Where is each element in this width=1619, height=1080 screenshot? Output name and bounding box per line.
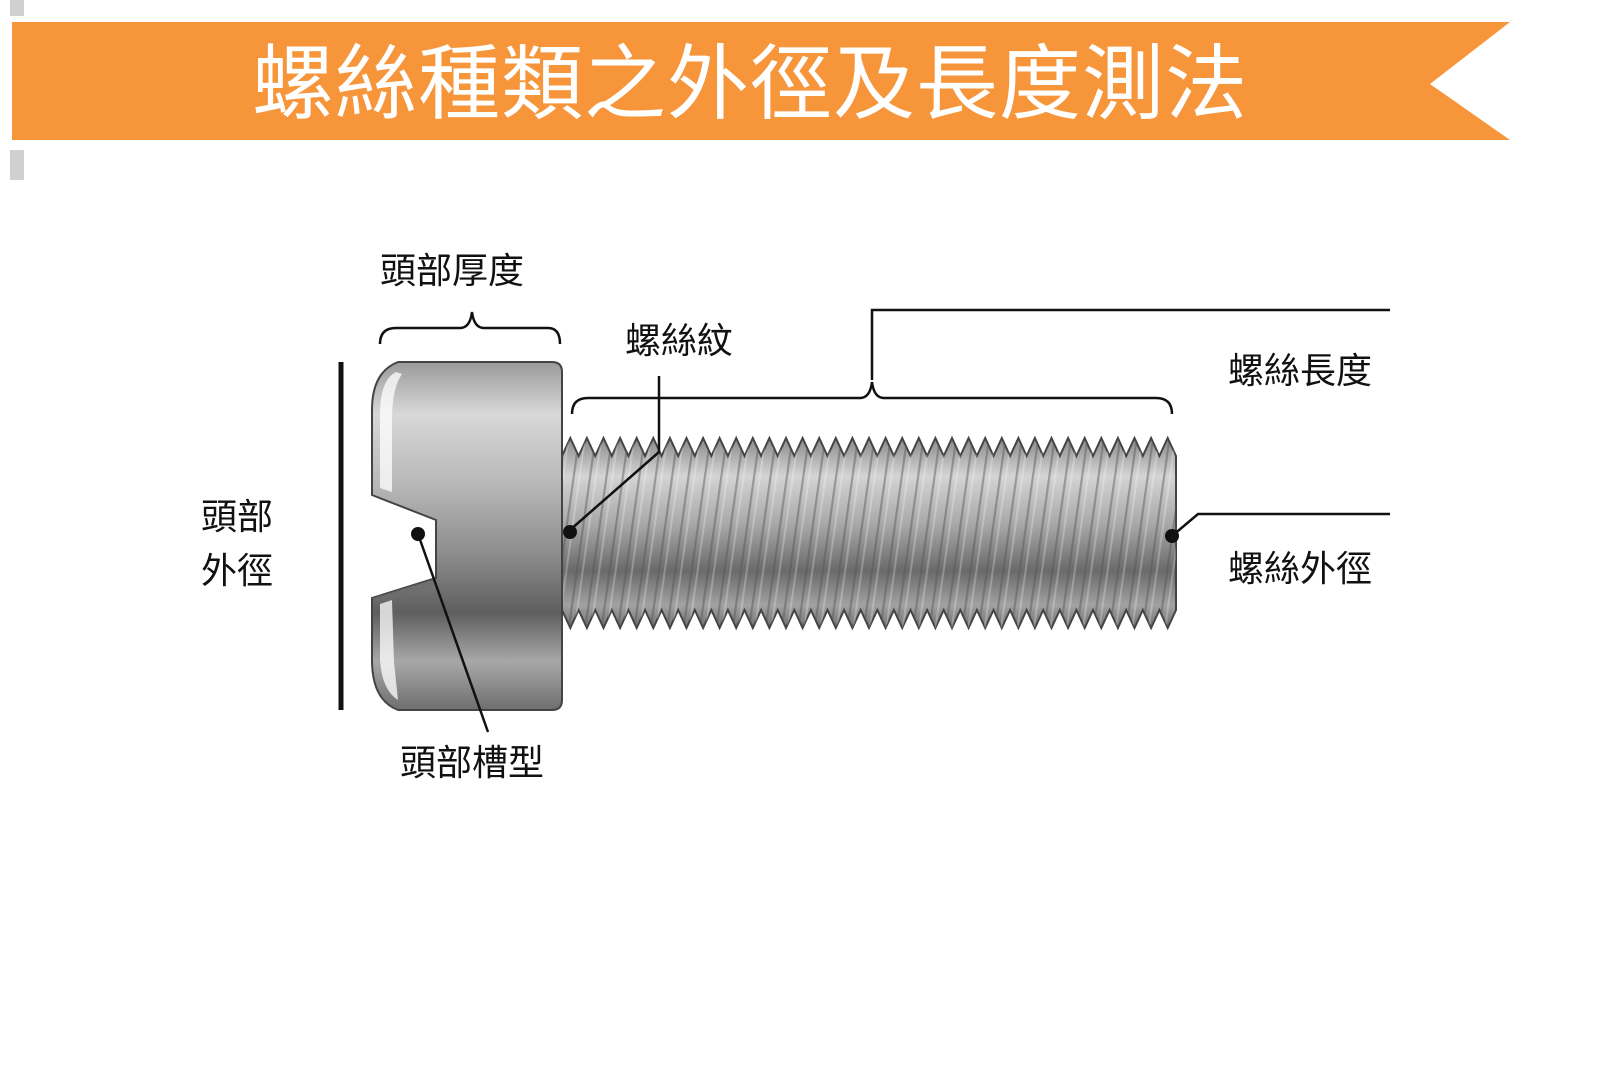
head-slot-point <box>411 527 425 541</box>
thread-length-brace <box>570 381 1174 415</box>
decorative-gray-mark-side <box>10 150 24 180</box>
screw-diameter-leader <box>1171 512 1390 537</box>
page-title: 螺絲種類之外徑及長度測法 <box>251 37 1248 132</box>
head-slot-leader <box>416 533 490 733</box>
screw-shaft <box>561 435 1177 631</box>
thread-leader <box>569 376 661 531</box>
screw-head <box>371 361 563 711</box>
head-slot-label: 頭部槽型 <box>400 743 545 784</box>
title-banner <box>12 22 1510 140</box>
banner-ribbon <box>12 22 1510 140</box>
screw-diameter-point <box>1165 529 1179 543</box>
thread-label: 螺絲紋 <box>625 321 734 362</box>
decorative-gray-mark-top <box>10 0 24 16</box>
screw-diameter-label: 螺絲外徑 <box>1228 549 1373 590</box>
head-diameter-label-line2: 外徑 <box>200 551 273 592</box>
head-thickness-brace <box>378 311 562 345</box>
screw-length-label: 螺絲長度 <box>1228 351 1373 392</box>
thread-point <box>563 525 577 539</box>
head-thickness-label: 頭部厚度 <box>380 251 525 292</box>
head-diameter-label-line1: 頭部 <box>200 497 273 538</box>
screw-length-leader <box>870 308 1390 380</box>
